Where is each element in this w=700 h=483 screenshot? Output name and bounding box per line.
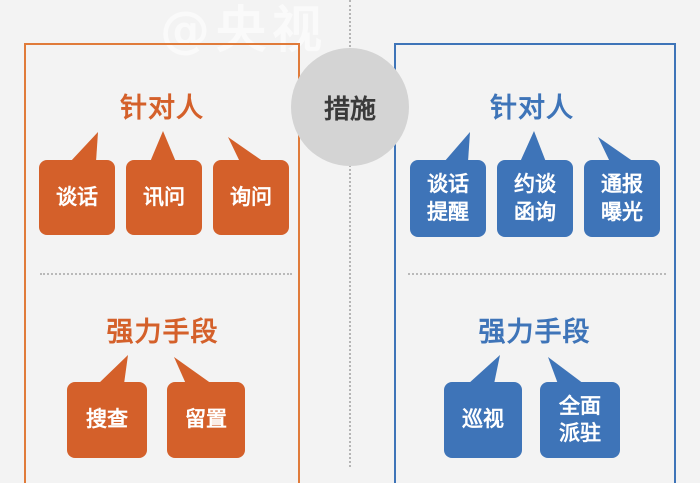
right-heading-strong-means: 强力手段 bbox=[478, 317, 591, 348]
tail-talk bbox=[70, 132, 98, 162]
right-heading-target-person: 针对人 bbox=[490, 93, 574, 124]
left-heading-strong-means: 强力手段 bbox=[106, 317, 219, 348]
tail-report-expose bbox=[598, 137, 634, 162]
box-station: 全面 派驻 bbox=[540, 382, 620, 458]
tail-search bbox=[98, 355, 128, 384]
box-search: 搜查 bbox=[67, 382, 147, 458]
tail-detain bbox=[174, 357, 212, 384]
box-inquire: 询问 bbox=[213, 160, 289, 235]
box-detain: 留置 bbox=[167, 382, 245, 458]
box-interrogate: 讯问 bbox=[126, 160, 202, 235]
right-separator bbox=[408, 273, 666, 275]
tail-interrogate bbox=[150, 131, 176, 162]
left-heading-target-person: 针对人 bbox=[120, 93, 204, 124]
box-interview-inquiry: 约谈 函询 bbox=[497, 160, 573, 237]
center-divider bbox=[349, 0, 351, 467]
box-report-expose: 通报 曝光 bbox=[584, 160, 660, 237]
box-inspection: 巡视 bbox=[444, 382, 522, 458]
box-talk-remind: 谈话 提醒 bbox=[410, 160, 486, 237]
measures-circle: 措施 bbox=[291, 48, 409, 166]
tail-talk-remind bbox=[444, 132, 470, 162]
tail-inquire bbox=[228, 137, 264, 162]
left-separator bbox=[40, 273, 292, 275]
callout-tails bbox=[70, 131, 634, 384]
tail-interview-inquiry bbox=[520, 131, 546, 162]
left-panel bbox=[24, 43, 300, 483]
right-panel bbox=[394, 43, 676, 483]
watermark: @央视 bbox=[160, 1, 328, 59]
tail-station bbox=[548, 357, 584, 384]
box-talk: 谈话 bbox=[39, 160, 115, 235]
tail-inspection bbox=[468, 355, 500, 384]
